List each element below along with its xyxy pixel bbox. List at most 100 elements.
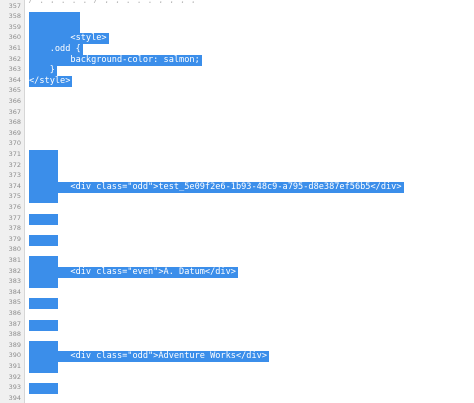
line-number-gutter xyxy=(0,0,25,403)
line-number: 388 xyxy=(8,330,21,339)
code-line[interactable]: 360 <style> xyxy=(0,33,474,45)
code-line[interactable]: 369 xyxy=(0,129,474,138)
code-text-selected: .odd { xyxy=(29,43,83,55)
line-number: 362 xyxy=(8,54,21,63)
line-number: 361 xyxy=(8,43,21,52)
line-number: 380 xyxy=(8,245,21,254)
selection-highlight xyxy=(29,361,58,373)
line-number: 386 xyxy=(8,308,21,317)
code-line[interactable]: 366 xyxy=(0,97,474,106)
code-line[interactable]: 381 xyxy=(0,255,474,267)
selection-highlight xyxy=(29,255,58,267)
code-line[interactable]: 382 <div class="even">A. Datum</div> xyxy=(0,266,474,278)
line-number: 357 xyxy=(8,1,21,10)
line-number: 383 xyxy=(8,277,21,286)
selection-highlight xyxy=(29,12,80,24)
selection-highlight xyxy=(29,298,58,310)
selection-highlight xyxy=(29,192,58,204)
code-text-selected: <div class="even">A. Datum</div> xyxy=(29,266,238,278)
code-line[interactable]: 390 <div class="odd">Adventure Works</di… xyxy=(0,351,474,363)
line-number: 364 xyxy=(8,75,21,84)
line-number: 373 xyxy=(8,171,21,180)
line-number: 381 xyxy=(8,255,21,264)
code-line[interactable]: 361 .odd { xyxy=(0,43,474,55)
selection-highlight xyxy=(29,149,58,161)
line-number: 366 xyxy=(8,96,21,105)
line-number: 359 xyxy=(8,22,21,31)
code-line[interactable]: 357 xyxy=(0,2,474,11)
selection-highlight xyxy=(29,171,58,183)
line-number: 377 xyxy=(8,213,21,222)
code-line[interactable]: 374 <div class="odd">test_5e09f2e6-1b93-… xyxy=(0,181,474,193)
line-number: 387 xyxy=(8,319,21,328)
code-line[interactable]: 364 </style> xyxy=(0,75,474,87)
code-line[interactable]: 375 xyxy=(0,192,474,204)
code-line[interactable]: 377 xyxy=(0,213,474,225)
line-number: 369 xyxy=(8,128,21,137)
code-line[interactable]: 392 xyxy=(0,373,474,382)
line-number: 365 xyxy=(8,86,21,95)
code-line[interactable]: 394 xyxy=(0,394,474,403)
code-line[interactable]: 379 xyxy=(0,234,474,246)
line-number: 390 xyxy=(8,351,21,360)
code-line[interactable]: 358 xyxy=(0,12,474,24)
code-line[interactable]: 372 xyxy=(0,160,474,172)
code-text-selected: <div class="odd">test_5e09f2e6-1b93-48c9… xyxy=(29,181,404,193)
clipped-line-above: / . ; . . : / ; ; . . . ; ; ; ; xyxy=(28,0,474,3)
code-text-selected: </style> xyxy=(29,75,73,87)
code-line[interactable]: 367 xyxy=(0,108,474,117)
code-line[interactable]: 385 xyxy=(0,298,474,310)
code-text-selected: <div class="odd">Adventure Works</div> xyxy=(29,351,269,363)
line-number: 358 xyxy=(8,12,21,21)
line-number: 392 xyxy=(8,372,21,381)
code-line[interactable]: 378 xyxy=(0,224,474,233)
code-line[interactable]: 388 xyxy=(0,330,474,339)
code-line[interactable]: 371 xyxy=(0,149,474,161)
selection-highlight xyxy=(29,160,58,172)
selection-highlight xyxy=(29,213,58,225)
line-number: 378 xyxy=(8,224,21,233)
selection-highlight xyxy=(29,234,58,246)
line-number: 376 xyxy=(8,202,21,211)
line-number: 372 xyxy=(8,160,21,169)
code-line[interactable]: 386 xyxy=(0,309,474,318)
selection-highlight xyxy=(29,383,58,395)
code-text-selected: background-color: salmon; xyxy=(29,54,202,66)
line-number: 360 xyxy=(8,33,21,42)
selection-highlight xyxy=(29,319,58,331)
code-line[interactable]: 373 xyxy=(0,171,474,183)
code-line[interactable]: 363 } xyxy=(0,65,474,77)
line-number: 370 xyxy=(8,139,21,148)
line-number: 394 xyxy=(8,393,21,402)
code-line[interactable]: 376 xyxy=(0,203,474,212)
code-text-selected: <style> xyxy=(29,33,109,45)
code-line[interactable]: 365 xyxy=(0,86,474,95)
selection-highlight xyxy=(29,22,80,34)
line-number: 368 xyxy=(8,118,21,127)
code-line[interactable]: 391 xyxy=(0,361,474,373)
code-text-selected: } xyxy=(29,65,57,77)
line-number: 384 xyxy=(8,287,21,296)
line-number: 375 xyxy=(8,192,21,201)
line-number: 382 xyxy=(8,266,21,275)
line-number: 389 xyxy=(8,340,21,349)
line-number: 385 xyxy=(8,298,21,307)
code-line[interactable]: 387 xyxy=(0,319,474,331)
code-line[interactable]: 370 xyxy=(0,139,474,148)
code-line[interactable]: 384 xyxy=(0,288,474,297)
line-number: 393 xyxy=(8,383,21,392)
line-number: 367 xyxy=(8,107,21,116)
code-line[interactable]: 383 xyxy=(0,277,474,289)
code-line[interactable]: 368 xyxy=(0,118,474,127)
code-line[interactable]: 380 xyxy=(0,245,474,254)
selection-highlight xyxy=(29,277,58,289)
code-line[interactable]: 362 background-color: salmon; xyxy=(0,54,474,66)
line-number: 374 xyxy=(8,181,21,190)
code-line[interactable]: 389 xyxy=(0,340,474,352)
code-line[interactable]: 393 xyxy=(0,383,474,395)
line-number: 363 xyxy=(8,65,21,74)
line-number: 371 xyxy=(8,149,21,158)
line-number: 391 xyxy=(8,361,21,370)
selection-highlight xyxy=(29,340,58,352)
code-line[interactable]: 359 xyxy=(0,22,474,34)
